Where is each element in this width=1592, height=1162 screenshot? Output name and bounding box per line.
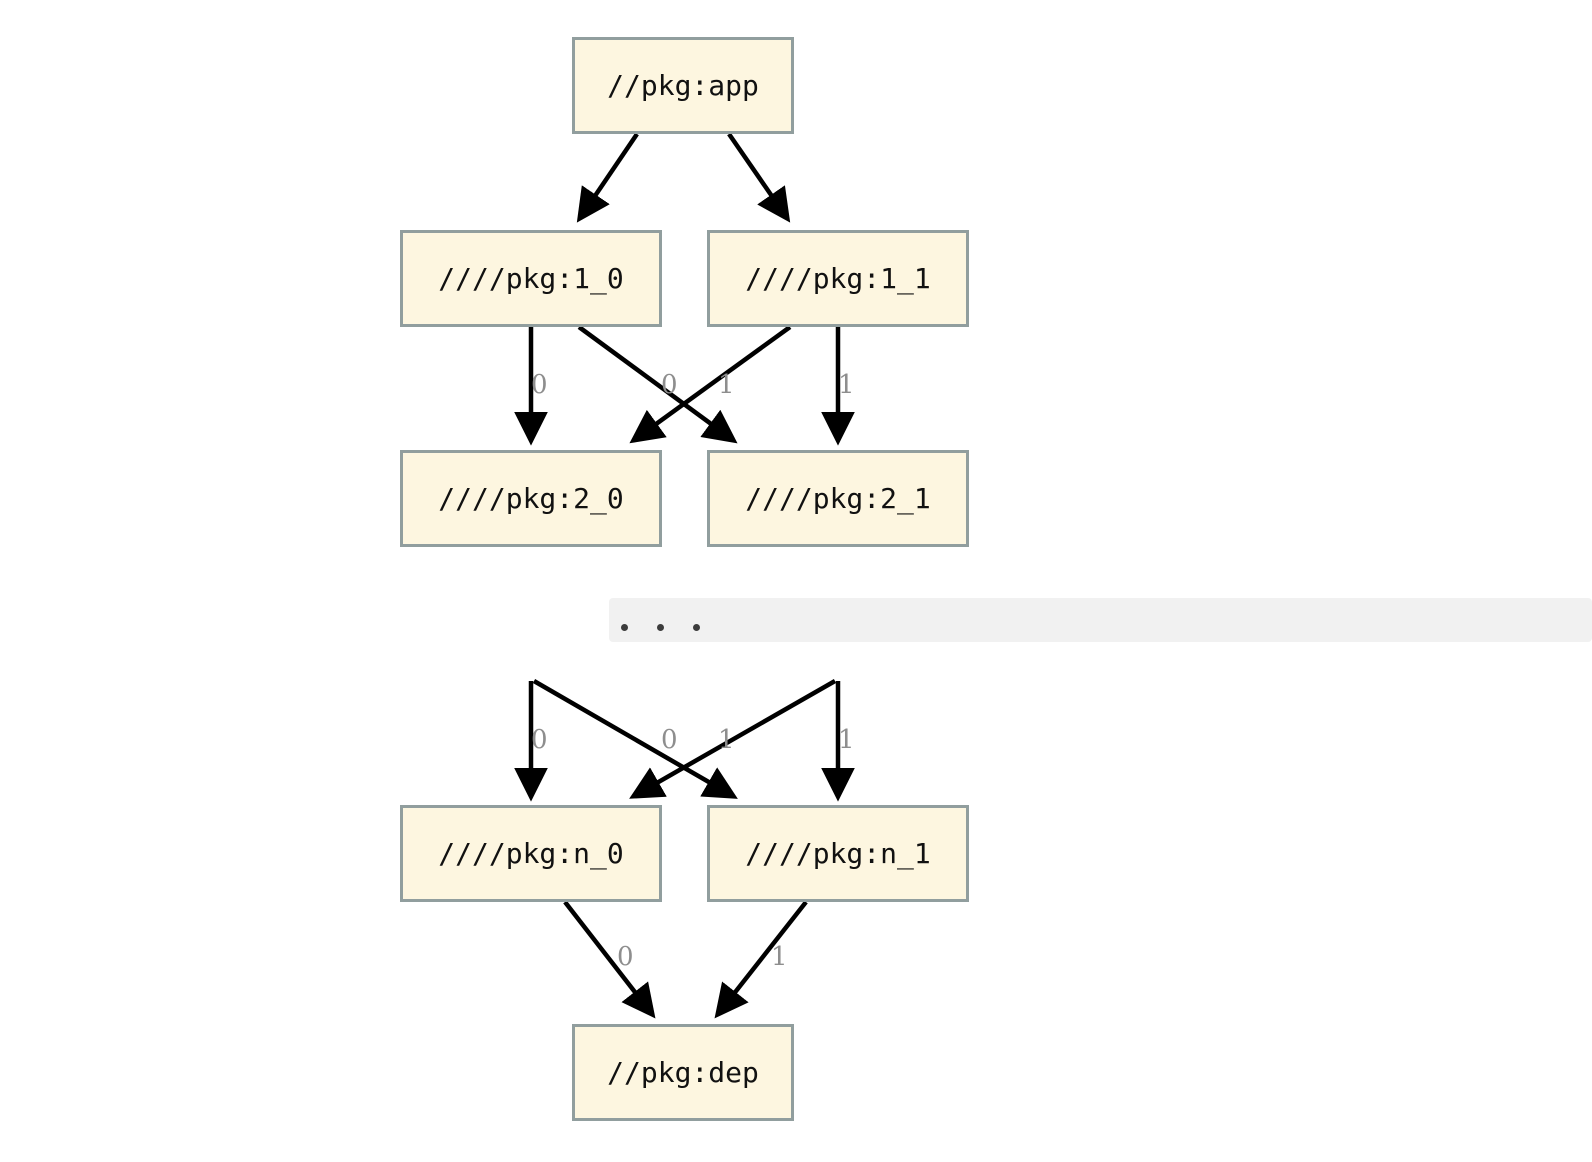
edge-above-to-n_0-cross bbox=[629, 679, 837, 799]
edge-app-to-1_0 bbox=[576, 132, 639, 223]
edge-label: 1 bbox=[718, 725, 735, 755]
edge-label: 0 bbox=[531, 725, 548, 755]
node-pkg-1-0[interactable]: ////pkg:1_0 bbox=[400, 230, 662, 327]
node-label: //pkg:app bbox=[607, 69, 759, 102]
edge-label: 1 bbox=[838, 370, 855, 400]
edge-1_1-to-2_0 bbox=[629, 325, 792, 444]
ellipsis-dot bbox=[693, 624, 700, 631]
node-label: ////pkg:2_0 bbox=[438, 482, 624, 515]
node-pkg-n-0[interactable]: ////pkg:n_0 bbox=[400, 805, 662, 902]
edge-1_0-to-2_1 bbox=[577, 325, 738, 444]
ellipsis-dot bbox=[621, 624, 628, 631]
edge-label: 1 bbox=[771, 942, 788, 972]
node-label: ////pkg:n_0 bbox=[438, 837, 624, 870]
truncated-section-band[interactable] bbox=[609, 598, 1592, 642]
edge-label: 0 bbox=[661, 370, 678, 400]
edge-label: 1 bbox=[838, 725, 855, 755]
ellipsis-icon bbox=[609, 624, 700, 642]
edge-n_0-to-dep bbox=[563, 900, 656, 1019]
edge-app-to-1_1 bbox=[727, 132, 791, 223]
node-label: ////pkg:n_1 bbox=[745, 837, 931, 870]
node-label: ////pkg:1_1 bbox=[745, 262, 931, 295]
node-dep[interactable]: //pkg:dep bbox=[572, 1024, 794, 1121]
ellipsis-dot bbox=[657, 624, 664, 631]
node-label: //pkg:dep bbox=[607, 1056, 759, 1089]
node-pkg-2-0[interactable]: ////pkg:2_0 bbox=[400, 450, 662, 547]
node-label: ////pkg:2_1 bbox=[745, 482, 931, 515]
edge-label: 0 bbox=[531, 370, 548, 400]
node-pkg-1-1[interactable]: ////pkg:1_1 bbox=[707, 230, 969, 327]
edge-n_1-to-dep bbox=[714, 900, 808, 1019]
edge-label: 0 bbox=[617, 942, 634, 972]
edge-above-to-n_1-cross bbox=[532, 679, 738, 799]
edge-label: 1 bbox=[718, 370, 735, 400]
node-pkg-n-1[interactable]: ////pkg:n_1 bbox=[707, 805, 969, 902]
node-pkg-2-1[interactable]: ////pkg:2_1 bbox=[707, 450, 969, 547]
node-app[interactable]: //pkg:app bbox=[572, 37, 794, 134]
node-label: ////pkg:1_0 bbox=[438, 262, 624, 295]
edge-label: 0 bbox=[661, 725, 678, 755]
